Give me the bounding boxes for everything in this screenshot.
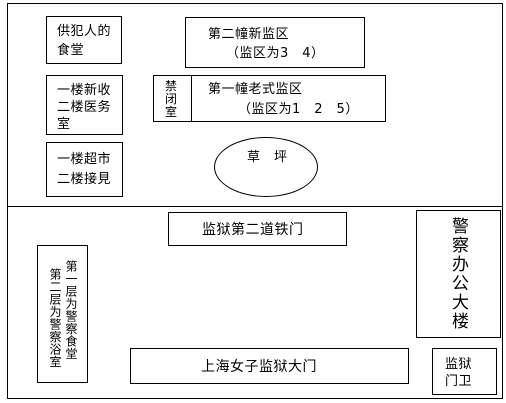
inmate-canteen-line2: 食堂 — [57, 43, 85, 58]
confinement-divider — [191, 76, 192, 121]
building-1-box: 禁 闭 室 第一幢老式监区 （监区为1 2 5） — [153, 75, 386, 122]
confinement-line2: 闭 — [165, 92, 178, 106]
police-office-box: 警察办公大楼 — [416, 210, 501, 338]
second-iron-gate-label: 监狱第二道铁门 — [202, 222, 304, 238]
compound-divider — [7, 206, 503, 207]
main-gate-label: 上海女子监狱大门 — [201, 359, 317, 375]
police-facilities-col1: 第一层为警察食堂 — [64, 260, 78, 360]
lawn-label: 草 坪 — [247, 150, 288, 165]
inmate-canteen-line1: 供犯人的 — [57, 24, 112, 39]
supermarket-line2: 二楼接見 — [57, 172, 112, 187]
supermarket-line1: 一楼超市 — [57, 152, 112, 167]
reception-line1: 一楼新收 — [57, 83, 112, 98]
second-iron-gate-box: 监狱第二道铁门 — [168, 212, 347, 246]
building-1-subtitle: （监区为1 2 5） — [238, 102, 359, 117]
guard-line1: 监狱 — [445, 357, 473, 372]
building-2-title: 第二幢新监区 — [208, 27, 290, 42]
guard-line2: 门卫 — [445, 374, 473, 389]
police-facilities-col2: 第二层为警察浴室 — [48, 268, 62, 368]
confinement-line1: 禁 — [165, 79, 178, 93]
police-facilities-box: 第一层为警察食堂 第二层为警察浴室 — [37, 245, 88, 383]
police-office-label: 警察办公大楼 — [448, 217, 468, 331]
reception-line2: 二楼医务 — [57, 100, 112, 115]
lawn-ellipse: 草 坪 — [214, 137, 318, 197]
building-2-subtitle: （监区为3 4） — [226, 46, 325, 61]
confinement-line3: 室 — [165, 105, 178, 119]
supermarket-visit-box: 一楼超市 二楼接見 — [46, 142, 123, 197]
building-1-title: 第一幢老式监区 — [208, 82, 303, 97]
main-gate-box: 上海女子监狱大门 — [130, 348, 409, 384]
guard-post-box: 监狱 门卫 — [432, 348, 497, 395]
reception-line3: 室 — [57, 117, 71, 132]
inmate-canteen-box: 供犯人的 食堂 — [46, 16, 122, 64]
building-2-box: 第二幢新监区 （监区为3 4） — [185, 17, 365, 68]
reception-medical-box: 一楼新收 二楼医务 室 — [46, 75, 123, 135]
